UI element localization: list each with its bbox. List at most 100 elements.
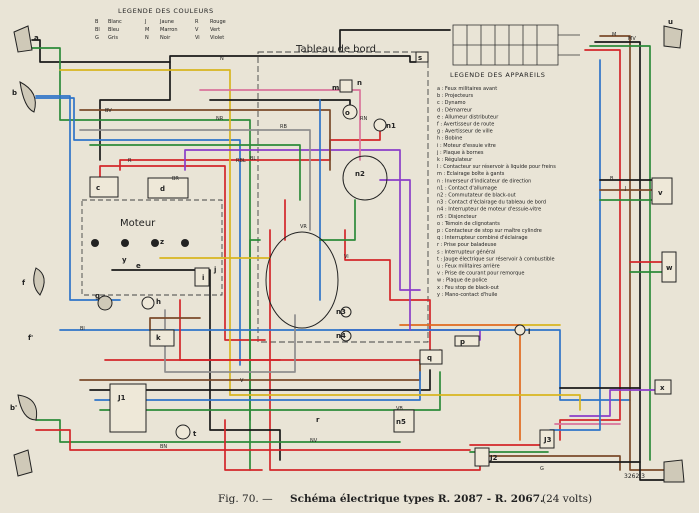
color-legend-cell: Gris — [108, 35, 118, 41]
terminal-block-j2-icon — [474, 447, 490, 467]
front-military-light-a2-icon — [13, 449, 33, 477]
component-label: c — [96, 184, 100, 192]
component-label: u — [668, 18, 673, 26]
component-label: s — [418, 54, 422, 62]
wire-code-label: RB — [280, 124, 287, 130]
wire-segment — [89, 369, 431, 391]
component-label: n — [357, 79, 362, 87]
device-legend-item: a : Feux militaires avant — [437, 86, 497, 92]
component-label: f — [22, 279, 26, 287]
headlamp-b-icon — [19, 81, 36, 113]
component-label: J2 — [489, 454, 498, 462]
wire-code-label: B — [610, 176, 614, 182]
component-label: n4 — [336, 332, 346, 340]
wire-code-label: MV — [628, 36, 636, 42]
rear-military-light-u2-icon — [663, 459, 685, 483]
wire-segment — [99, 371, 441, 411]
wire-segment — [379, 179, 411, 331]
color-legend-title: LEGENDE DES COULEURS — [118, 7, 214, 15]
junction-box-drawing — [452, 24, 580, 66]
wire-code-label: R — [128, 158, 132, 164]
instrument-cluster-icon — [265, 231, 339, 329]
regulator-k-icon — [149, 329, 175, 347]
component-label: m — [332, 84, 339, 92]
terminal-block-j3-icon — [539, 429, 555, 449]
wire-segment — [35, 429, 471, 451]
device-legend-item: c : Dynamo — [437, 100, 466, 106]
wire-code-label: BV — [105, 108, 112, 114]
wire-code-label: N — [220, 56, 224, 62]
device-legend-item: s : Interrupteur général — [437, 248, 495, 255]
wire-code-label: Bl — [80, 326, 85, 332]
color-legend-cell: R — [195, 19, 199, 25]
indicator-lamp-o-icon — [342, 104, 358, 120]
headlamp-b2-icon — [17, 394, 38, 421]
wire-segment — [229, 394, 581, 411]
wire-segment — [79, 109, 331, 171]
device-legend-item: f : Avertisseur de route — [437, 122, 494, 128]
wire-segment — [59, 69, 231, 396]
component-label: a — [34, 34, 39, 42]
component-label: y — [122, 256, 127, 264]
wire-segment — [35, 97, 241, 366]
component-label: d — [160, 185, 165, 193]
component-label: J3 — [543, 436, 552, 444]
figure-caption: Fig. 70. — Schéma électrique types R. 20… — [218, 493, 592, 505]
color-legend-cell: Noir — [160, 35, 171, 41]
wiper-switch-n4-icon — [340, 330, 352, 342]
device-legend-item: j : Plaque à bornes — [436, 149, 484, 156]
city-horn-g-icon — [97, 295, 113, 311]
wire-segment — [344, 229, 431, 351]
color-legend-cell: B — [95, 19, 99, 25]
device-legend-item: r : Prise pour baladeuse — [437, 242, 496, 248]
wire-code-label: BL — [250, 156, 256, 162]
component-label: l — [528, 328, 530, 336]
device-legend-item: n3 : Contact d'éclairage du tableau de b… — [437, 199, 546, 206]
color-legend-cell: Vert — [210, 27, 220, 33]
component-label: z — [160, 238, 164, 246]
wire-segment — [599, 35, 665, 471]
spark-plug-icon — [181, 239, 189, 247]
wire-segment — [569, 389, 656, 417]
device-legend-item: g : Avertisseur de ville — [437, 129, 493, 135]
component-label: h — [156, 298, 161, 306]
horn-f-icon — [33, 267, 45, 296]
light-switch-q-icon — [419, 349, 443, 365]
component-label: x — [660, 384, 665, 392]
device-legend-item: n : Inverseur d'indicateur de direction — [437, 178, 531, 184]
wire-segment — [249, 239, 261, 471]
device-legend-item: w : Plaque de police — [437, 278, 487, 284]
device-legend-item: u : Feux militaires arrière — [437, 263, 500, 270]
device-legend-item: d : Démarreur — [437, 106, 473, 113]
blackout-stop-x-icon — [654, 379, 672, 395]
ignition-coil-h-icon — [141, 296, 155, 310]
wire-segment — [224, 419, 263, 471]
wire-segment — [199, 89, 361, 161]
component-label: k — [156, 334, 161, 342]
starter-d-icon — [147, 177, 189, 199]
device-legend-item: l : Contacteur sur réservoir à liquide p… — [437, 163, 556, 170]
wire-segment — [111, 269, 281, 461]
color-legend-cell: Vi — [195, 35, 200, 41]
color-legend-cell: M — [145, 27, 149, 33]
dashboard-frame — [257, 51, 429, 343]
brake-fluid-switch-l-icon — [514, 324, 526, 336]
wire-segment — [94, 371, 421, 401]
circuit-breaker-n5-icon — [393, 409, 415, 433]
color-legend-cell: Violet — [210, 35, 224, 41]
wire-segment — [319, 199, 356, 241]
drawing-number-stamp: 3262 3 — [624, 473, 645, 480]
wire-segment — [179, 299, 281, 361]
spark-plug-icon — [121, 239, 129, 247]
front-military-light-a-icon — [13, 25, 33, 53]
wire-code-label: RN — [360, 116, 367, 122]
color-legend-cell: Jaune — [159, 19, 174, 25]
wire-segment — [549, 59, 601, 431]
device-legend-item: n4 : Interrupteur de moteur d'essuie-vit… — [437, 207, 541, 213]
wire-code-label: RBL — [236, 158, 246, 164]
component-label: g — [95, 292, 100, 300]
plate-light-w-icon — [661, 251, 677, 283]
device-legend-item: y : Mano-contact d'huile — [437, 292, 497, 298]
